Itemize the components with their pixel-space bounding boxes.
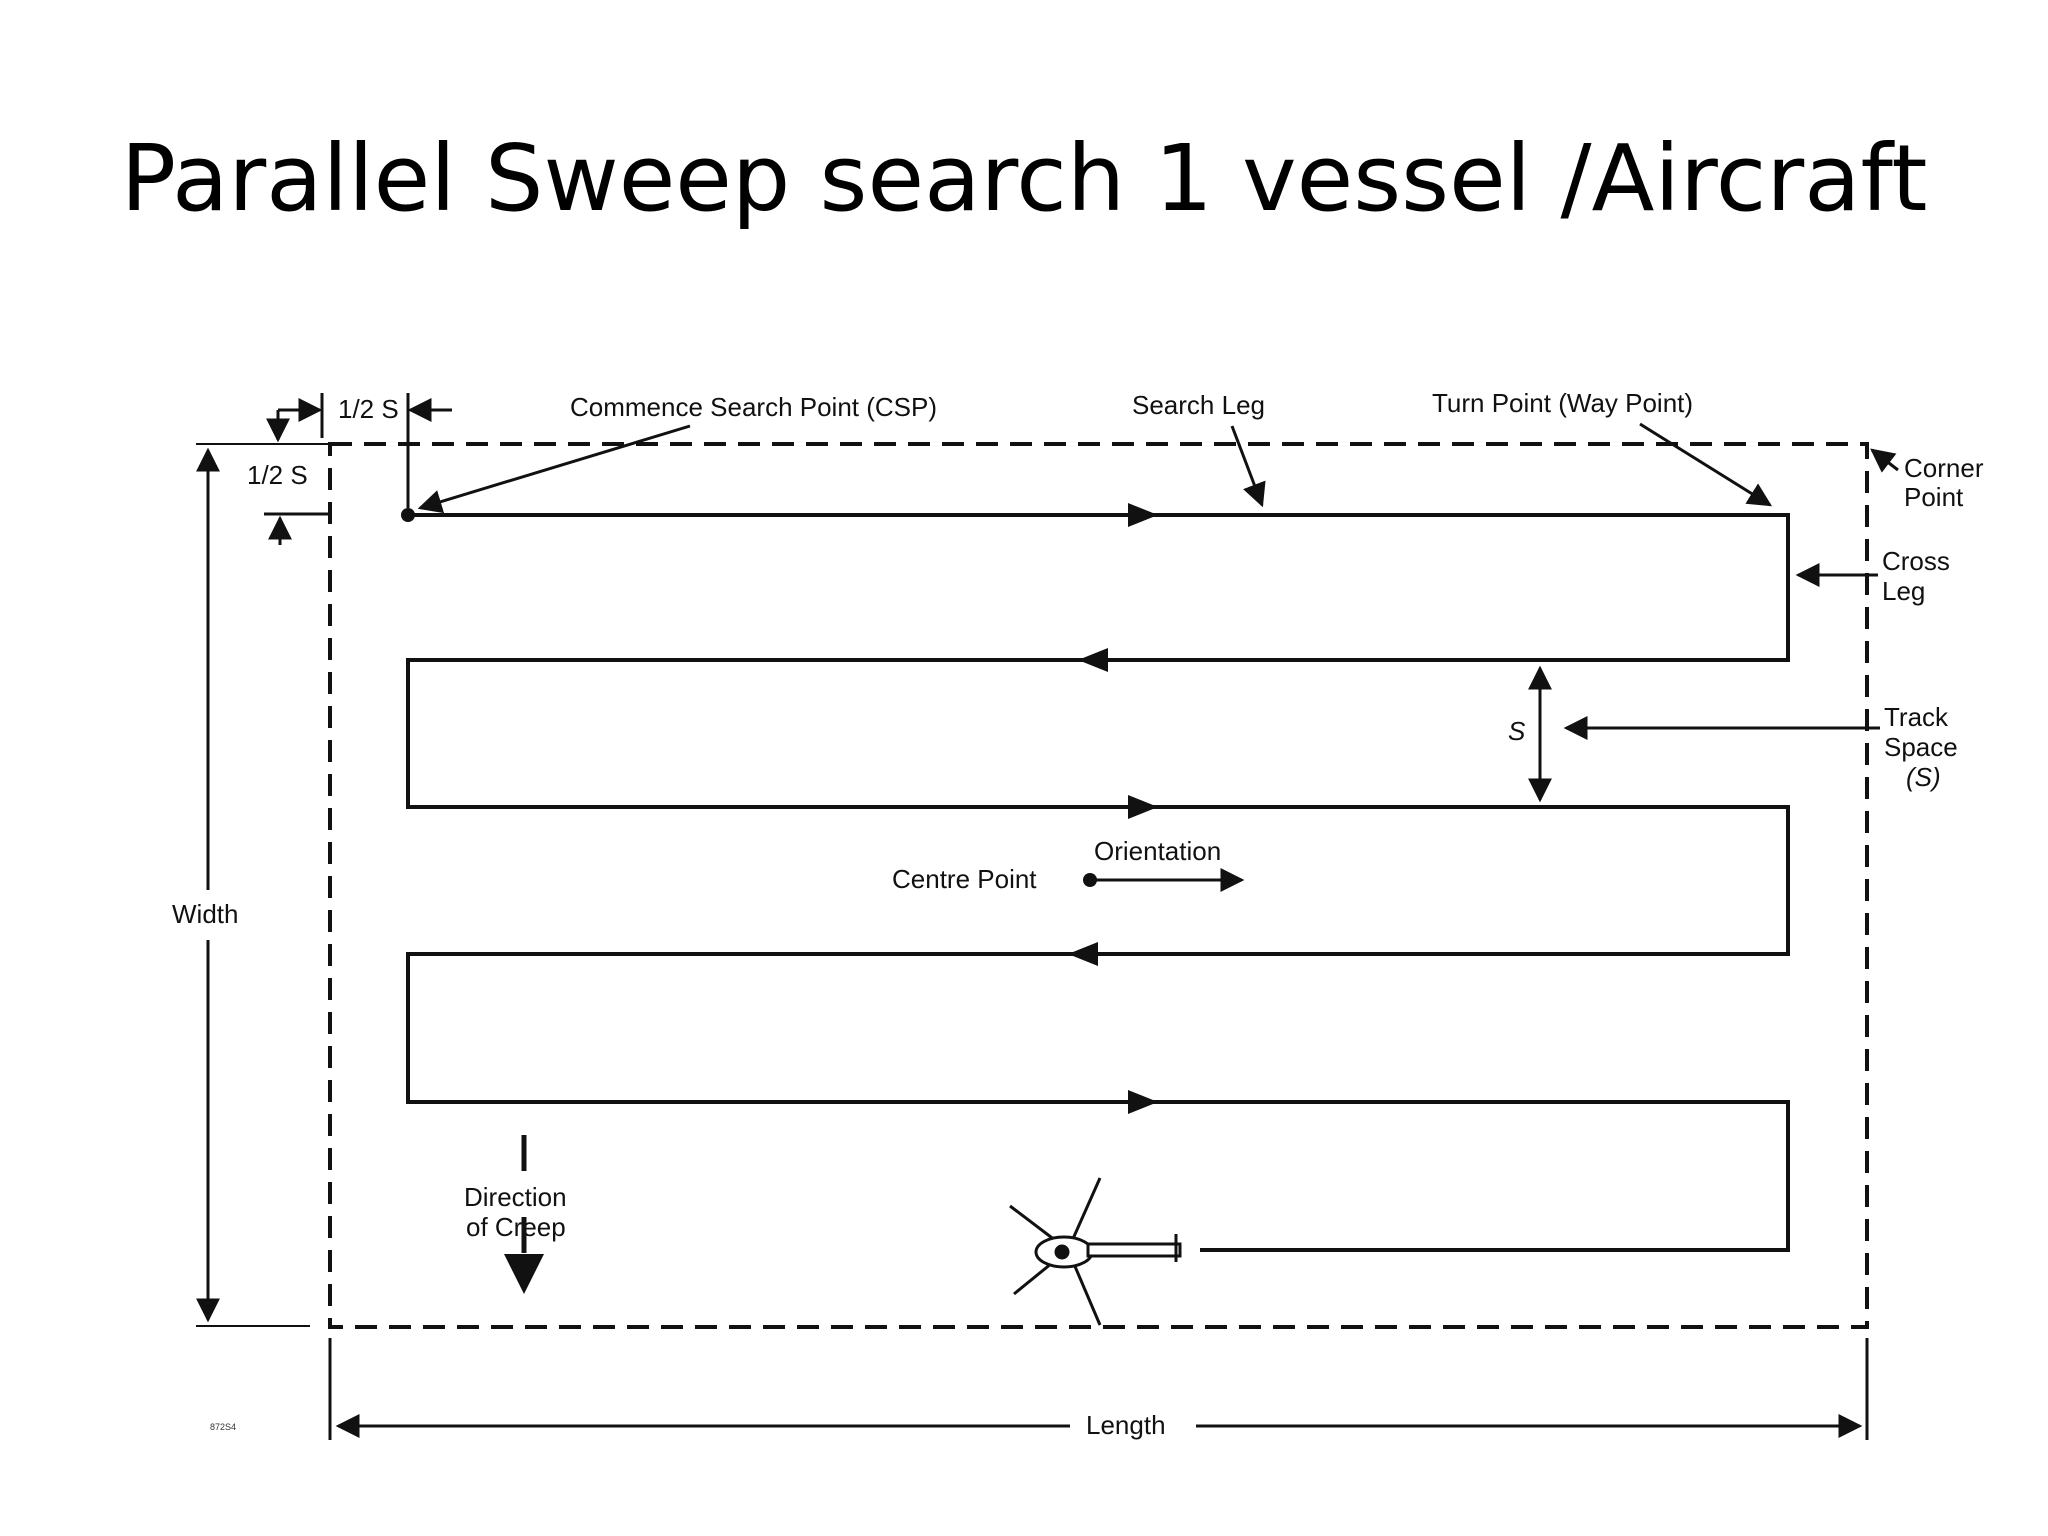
figure-code: 872S4 [210,1422,236,1432]
corner-point-label-1: Corner [1904,453,1984,483]
track-space-s-label: S [1508,716,1526,746]
orientation-label: Orientation [1094,836,1221,866]
half-s-left-label: 1/2 S [247,460,308,490]
half-s-top-label: 1/2 S [338,394,399,424]
track-space-label-3: (S) [1906,762,1941,792]
width-label: Width [172,899,238,929]
search-leg-pointer [1230,425,1266,508]
leg-arrow-4 [1068,942,1098,966]
corner-point-pointer [1870,448,1899,473]
direction-of-creep-label-1: Direction [464,1182,567,1212]
helicopter-icon [1009,1177,1182,1326]
search-area-boundary [328,442,1869,1329]
centre-point-label: Centre Point [892,864,1037,894]
centre-point-dot [1083,873,1097,887]
cross-leg-label-2: Leg [1882,576,1925,606]
direction-of-creep-label-2: of Creep [466,1212,566,1242]
track-space-label-1: Track [1884,702,1949,732]
leg-arrow-2 [1078,648,1108,672]
leg-arrow-5 [1128,1090,1158,1114]
length-label: Length [1086,1410,1166,1440]
csp-dot [401,508,415,522]
csp-pointer [417,424,691,514]
track-space-label-2: Space [1884,732,1958,762]
leg-arrow-3 [1128,795,1158,819]
cross-leg-label-1: Cross [1882,546,1950,576]
corner-point-label-2: Point [1904,482,1964,512]
leg-arrow-1 [1128,503,1158,527]
csp-label: Commence Search Point (CSP) [570,392,937,422]
slide-title: Parallel Sweep search 1 vessel /Aircraft [120,125,1928,232]
turn-point-pointer [1639,422,1773,507]
search-leg-label: Search Leg [1132,390,1265,420]
search-track [406,513,1790,1252]
turn-point-label: Turn Point (Way Point) [1432,388,1693,418]
